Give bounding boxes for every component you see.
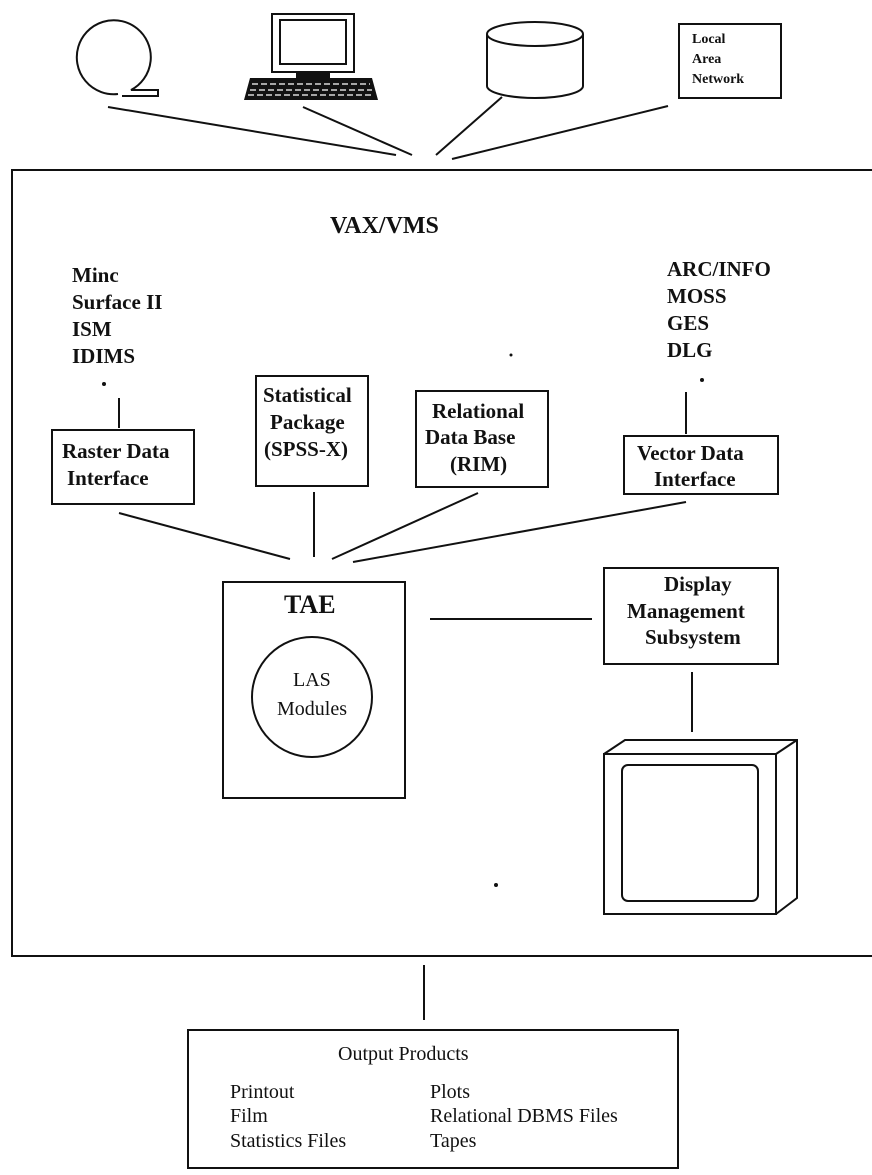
output-item: Printout <box>230 1081 295 1103</box>
las-modules-line-2: Modules <box>277 698 347 720</box>
statistical-line-2: Package <box>270 410 345 434</box>
disk-drive-icon <box>487 22 583 98</box>
output-item: Film <box>230 1105 268 1127</box>
raster-software-item: IDIMS <box>72 344 135 368</box>
tae-title: TAE <box>284 590 336 619</box>
local-area-network-box: Local Area Network <box>679 24 781 98</box>
display-management-subsystem-box: Display Management Subsystem <box>604 568 778 664</box>
input-connectors <box>108 97 668 159</box>
raster-data-interface-box: Raster Data Interface <box>52 430 194 504</box>
tae-connectors <box>119 492 686 562</box>
output-item: Tapes <box>430 1130 477 1152</box>
statistical-package-box: Statistical Package (SPSS-X) <box>256 376 368 486</box>
vector-software-item: ARC/INFO <box>667 257 771 281</box>
display-line-2: Management <box>627 599 745 623</box>
relational-data-base-box: Relational Data Base (RIM) <box>416 391 548 487</box>
relational-line-3: (RIM) <box>450 452 507 476</box>
raster-software-item: Surface II <box>72 290 162 314</box>
output-item: Statistics Files <box>230 1130 346 1152</box>
system-title: VAX/VMS <box>330 213 439 239</box>
statistical-line-1: Statistical <box>263 383 352 407</box>
raster-interface-line-2: Interface <box>67 466 149 490</box>
raster-software-item: Minc <box>72 263 119 287</box>
vax-vms-system-box <box>12 170 872 956</box>
tae-box: TAE LAS Modules <box>223 582 405 798</box>
output-item: Plots <box>430 1081 470 1103</box>
vector-software-item: MOSS <box>667 284 727 308</box>
display-line-1: Display <box>664 572 732 596</box>
output-title: Output Products <box>338 1043 469 1065</box>
las-modules-line-1: LAS <box>293 669 331 691</box>
raster-software-list: Minc Surface II ISM IDIMS <box>72 263 162 428</box>
vector-software-item: GES <box>667 311 709 335</box>
tape-reel-icon <box>77 20 158 96</box>
statistical-line-3: (SPSS-X) <box>264 437 348 461</box>
vector-data-interface-box: Vector Data Interface <box>624 436 778 494</box>
raster-interface-line-1: Raster Data <box>62 439 170 463</box>
vector-interface-line-1: Vector Data <box>637 441 744 465</box>
network-label-line-2: Area <box>692 52 721 67</box>
relational-line-2: Data Base <box>425 425 515 449</box>
vector-interface-line-2: Interface <box>654 467 736 491</box>
vector-software-list: ARC/INFO MOSS GES DLG <box>667 257 771 434</box>
relational-line-1: Relational <box>432 399 524 423</box>
output-products-box: Output Products Printout Film Statistics… <box>188 1030 678 1168</box>
network-label-line-3: Network <box>692 72 744 87</box>
computer-terminal-icon <box>244 14 378 100</box>
vector-software-item: DLG <box>667 338 713 362</box>
display-line-3: Subsystem <box>645 625 741 649</box>
network-label-line-1: Local <box>692 32 726 47</box>
output-item: Relational DBMS Files <box>430 1105 618 1127</box>
raster-software-item: ISM <box>72 317 112 341</box>
display-monitor-icon <box>604 740 797 914</box>
